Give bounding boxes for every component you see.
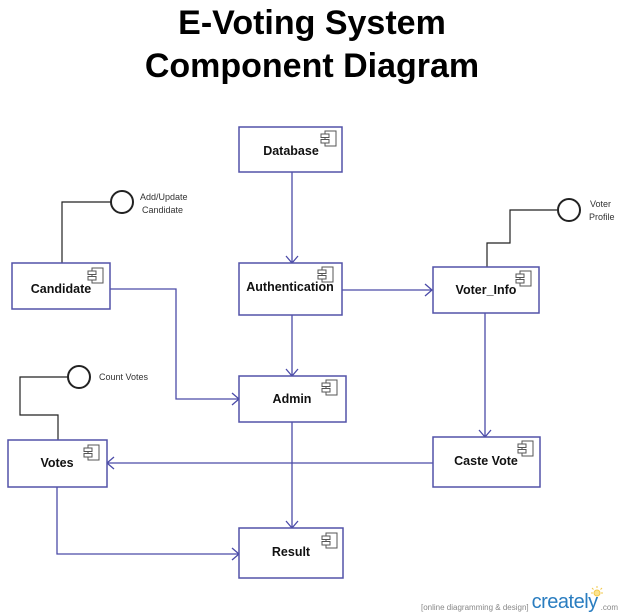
component-caste-vote[interactable]: Caste Vote [432, 436, 541, 488]
diagram-title-line1: E-Voting System [178, 4, 446, 42]
interface-circle-voter-profile [557, 198, 581, 222]
connector-votes-result [56, 487, 239, 555]
component-label-result: Result [272, 545, 311, 559]
interface-label-add-update-candidate-line2: Candidate [142, 205, 183, 215]
component-database[interactable]: Database [238, 126, 343, 173]
lightbulb-icon [591, 586, 603, 597]
interface-circle-add-update-candidate [110, 190, 134, 214]
component-votes[interactable]: Votes [7, 439, 108, 488]
interface-label-add-update-candidate-line1: Add/Update [140, 192, 188, 202]
creately-footer: [online diagramming & design] creately .… [421, 592, 618, 612]
interface-circle-count-votes [67, 365, 91, 389]
component-label-voter-info: Voter_Info [456, 283, 517, 297]
component-label-admin: Admin [273, 392, 312, 406]
interface-line-count-votes [19, 376, 68, 440]
footer-domain: .com [600, 603, 618, 612]
component-admin[interactable]: Admin [238, 375, 347, 423]
interface-line-add-update-candidate [61, 201, 111, 263]
component-label-database: Database [263, 144, 319, 158]
interface-label-voter-profile-line1: Voter [590, 199, 611, 209]
component-label-caste-vote: Caste Vote [454, 454, 518, 468]
interface-label-count-votes: Count Votes [99, 372, 149, 382]
component-voter-info[interactable]: Voter_Info [432, 266, 540, 314]
component-result[interactable]: Result [238, 527, 344, 579]
creately-logo[interactable]: creately [531, 591, 599, 613]
component-label-authentication: Authentication [246, 280, 334, 294]
arrowhead-voterinfo-left [424, 283, 433, 297]
component-label-votes: Votes [40, 456, 73, 470]
component-authentication[interactable]: Authentication [238, 262, 343, 316]
component-candidate[interactable]: Candidate [11, 262, 111, 310]
interface-line-voter-profile [486, 209, 557, 267]
interface-label-voter-profile-line2: Profile [589, 212, 615, 222]
diagram-title-line2: Component Diagram [144, 47, 480, 85]
footer-tagline: [online diagramming & design] [421, 603, 529, 612]
component-label-candidate: Candidate [31, 282, 91, 296]
connector-candidate-admin [110, 288, 239, 400]
